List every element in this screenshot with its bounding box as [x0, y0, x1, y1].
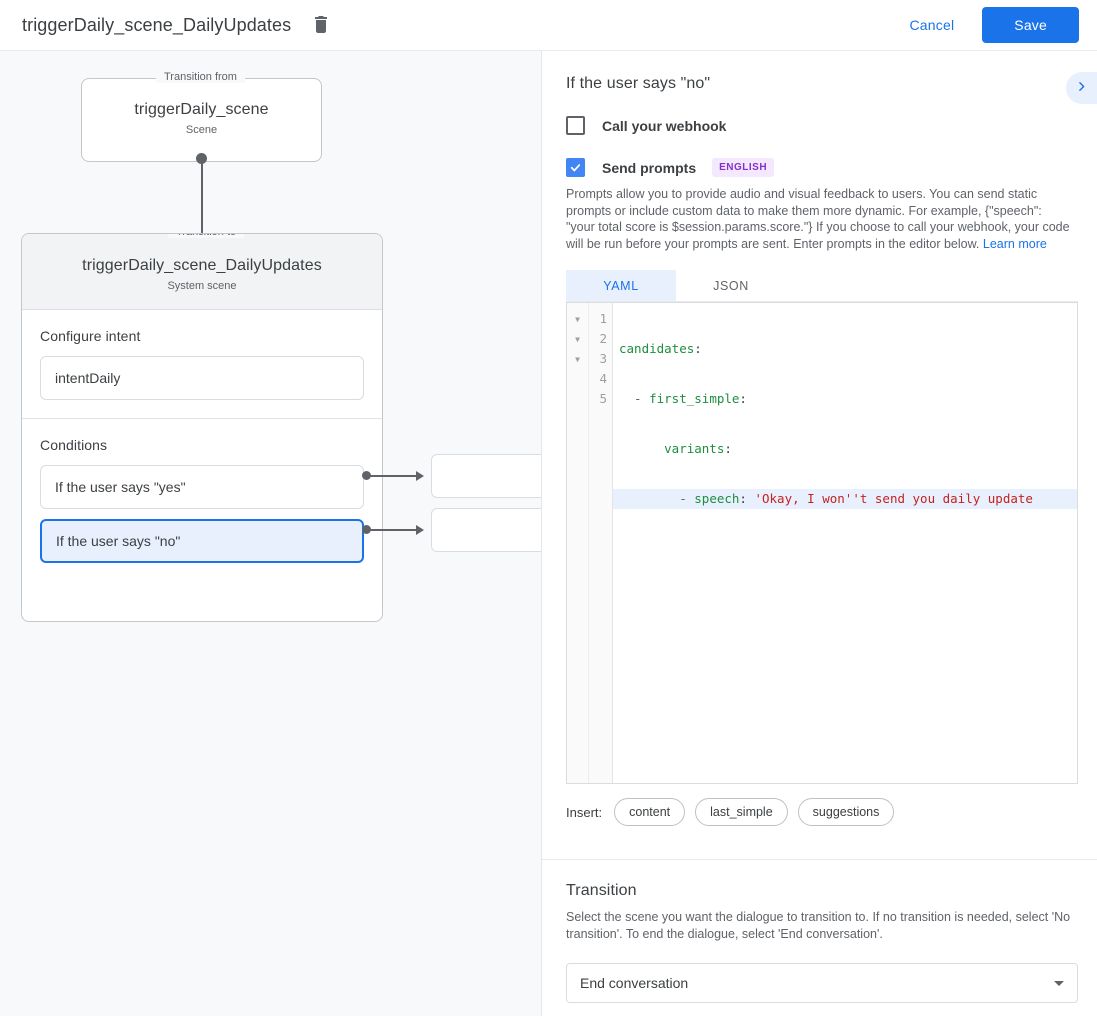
code-line	[613, 539, 1077, 559]
transition-from-title: triggerDaily_scene	[134, 101, 269, 118]
fold-toggle[interactable]: ▼	[575, 354, 580, 364]
connector-dot	[196, 153, 207, 164]
condition-yes-arrow-icon	[416, 470, 424, 481]
learn-more-link[interactable]: Learn more	[982, 236, 1047, 251]
insert-chip-suggestions[interactable]: suggestions	[797, 798, 895, 826]
checkmark-icon	[570, 164, 581, 172]
line-number: 1	[599, 311, 607, 326]
fold-toggle[interactable]: ▼	[575, 334, 580, 344]
condition-item-no[interactable]: If the user says "no"	[40, 519, 364, 563]
tab-json[interactable]: JSON	[676, 270, 786, 301]
send-prompts-description-text: Prompts allow you to provide audio and v…	[566, 187, 1070, 251]
trash-icon	[312, 14, 329, 36]
call-webhook-checkbox[interactable]	[566, 116, 585, 135]
transition-to-title: triggerDaily_scene_DailyUpdates	[82, 257, 322, 274]
insert-chips-row: Insert: content last_simple suggestions	[566, 798, 1073, 826]
intent-value[interactable]: intentDaily	[40, 356, 364, 400]
configure-intent-section: Configure intent intentDaily	[22, 310, 382, 419]
topbar-actions: Cancel Save	[896, 7, 1079, 43]
transition-description: Select the scene you want the dialogue t…	[566, 910, 1071, 941]
transition-from-legend: Transition from	[156, 71, 245, 83]
call-webhook-row: Call your webhook	[566, 116, 1073, 135]
chevron-down-icon	[1054, 980, 1064, 986]
panel-title: If the user says "no"	[566, 75, 711, 92]
tab-yaml[interactable]: YAML	[566, 270, 676, 301]
condition-no-dot	[362, 525, 371, 534]
fold-placeholder	[567, 389, 588, 409]
chevron-right-icon	[1075, 80, 1088, 96]
target-stub-box-yes[interactable]	[431, 454, 541, 498]
conditions-section: Conditions If the user says "yes" If the…	[22, 419, 382, 581]
line-number: 3	[599, 351, 607, 366]
save-button[interactable]: Save	[982, 7, 1079, 43]
conditions-label: Conditions	[40, 437, 108, 453]
line-number: 2	[599, 331, 607, 346]
condition-no-arrow-icon	[416, 524, 424, 535]
transition-to-node: Transition to triggerDaily_scene_DailyUp…	[21, 233, 383, 622]
panel-divider	[541, 51, 542, 1016]
expand-panel-button[interactable]	[1066, 72, 1097, 104]
condition-no-line	[370, 529, 416, 531]
send-prompts-checkbox[interactable]	[566, 158, 585, 177]
transition-section: Transition Select the scene you want the…	[566, 882, 1078, 1003]
insert-chip-last-simple[interactable]: last_simple	[695, 798, 788, 826]
code-line: - speech: 'Okay, I won''t send you daily…	[613, 489, 1077, 509]
editor-line-numbers: 1 2 3 4 5	[589, 303, 613, 783]
details-panel: If the user says "no" Call your webhook …	[542, 51, 1097, 1016]
editor-fold-column: ▼ ▼ ▼	[567, 303, 589, 783]
cancel-button[interactable]: Cancel	[896, 8, 969, 42]
insert-label: Insert:	[566, 804, 603, 820]
send-prompts-description: Prompts allow you to provide audio and v…	[566, 186, 1073, 252]
code-line: variants:	[664, 441, 732, 456]
transition-from-node[interactable]: Transition from triggerDaily_scene Scene	[81, 71, 322, 162]
target-stub-box-no[interactable]	[431, 508, 541, 552]
line-number: 5	[599, 391, 607, 406]
transition-to-header: triggerDaily_scene_DailyUpdates System s…	[22, 234, 382, 310]
panel-section-divider	[542, 859, 1097, 860]
condition-yes-line	[370, 475, 416, 477]
prompt-code-editor[interactable]: ▼ ▼ ▼ 1 2 3 4 5 candidates: - first_simp…	[566, 302, 1078, 784]
send-prompts-row: Send prompts ENGLISH	[566, 158, 1073, 177]
transition-select[interactable]: End conversation	[566, 963, 1078, 1003]
line-number: 4	[599, 371, 607, 386]
page-title: triggerDaily_scene_DailyUpdates	[22, 14, 292, 35]
configure-intent-label: Configure intent	[40, 328, 141, 344]
top-app-bar: triggerDaily_scene_DailyUpdates Cancel S…	[0, 0, 1097, 51]
fold-placeholder	[567, 369, 588, 389]
flow-canvas: Transition from triggerDaily_scene Scene…	[0, 51, 541, 1016]
editor-code-area[interactable]: candidates: - first_simple: variants: - …	[613, 303, 1077, 783]
code-line: candidates:	[619, 341, 702, 356]
condition-yes-dot	[362, 471, 371, 480]
fold-toggle[interactable]: ▼	[575, 314, 580, 324]
transition-from-subtitle: Scene	[185, 124, 218, 136]
delete-button[interactable]	[305, 10, 335, 40]
code-line: - first_simple:	[619, 391, 747, 406]
transition-to-subtitle: System scene	[167, 280, 237, 292]
send-prompts-label: Send prompts	[602, 159, 697, 176]
connector-line	[200, 159, 203, 257]
transition-title: Transition	[566, 882, 637, 899]
transition-select-value: End conversation	[580, 975, 689, 991]
language-badge: ENGLISH	[712, 158, 775, 177]
insert-chip-content[interactable]: content	[614, 798, 686, 826]
call-webhook-label: Call your webhook	[602, 117, 727, 134]
panel-body: If the user says "no" Call your webhook …	[542, 51, 1097, 826]
editor-format-tabs: YAML JSON	[566, 270, 1078, 302]
condition-item-yes[interactable]: If the user says "yes"	[40, 465, 364, 509]
transition-to-legend: Transition to	[168, 234, 245, 238]
